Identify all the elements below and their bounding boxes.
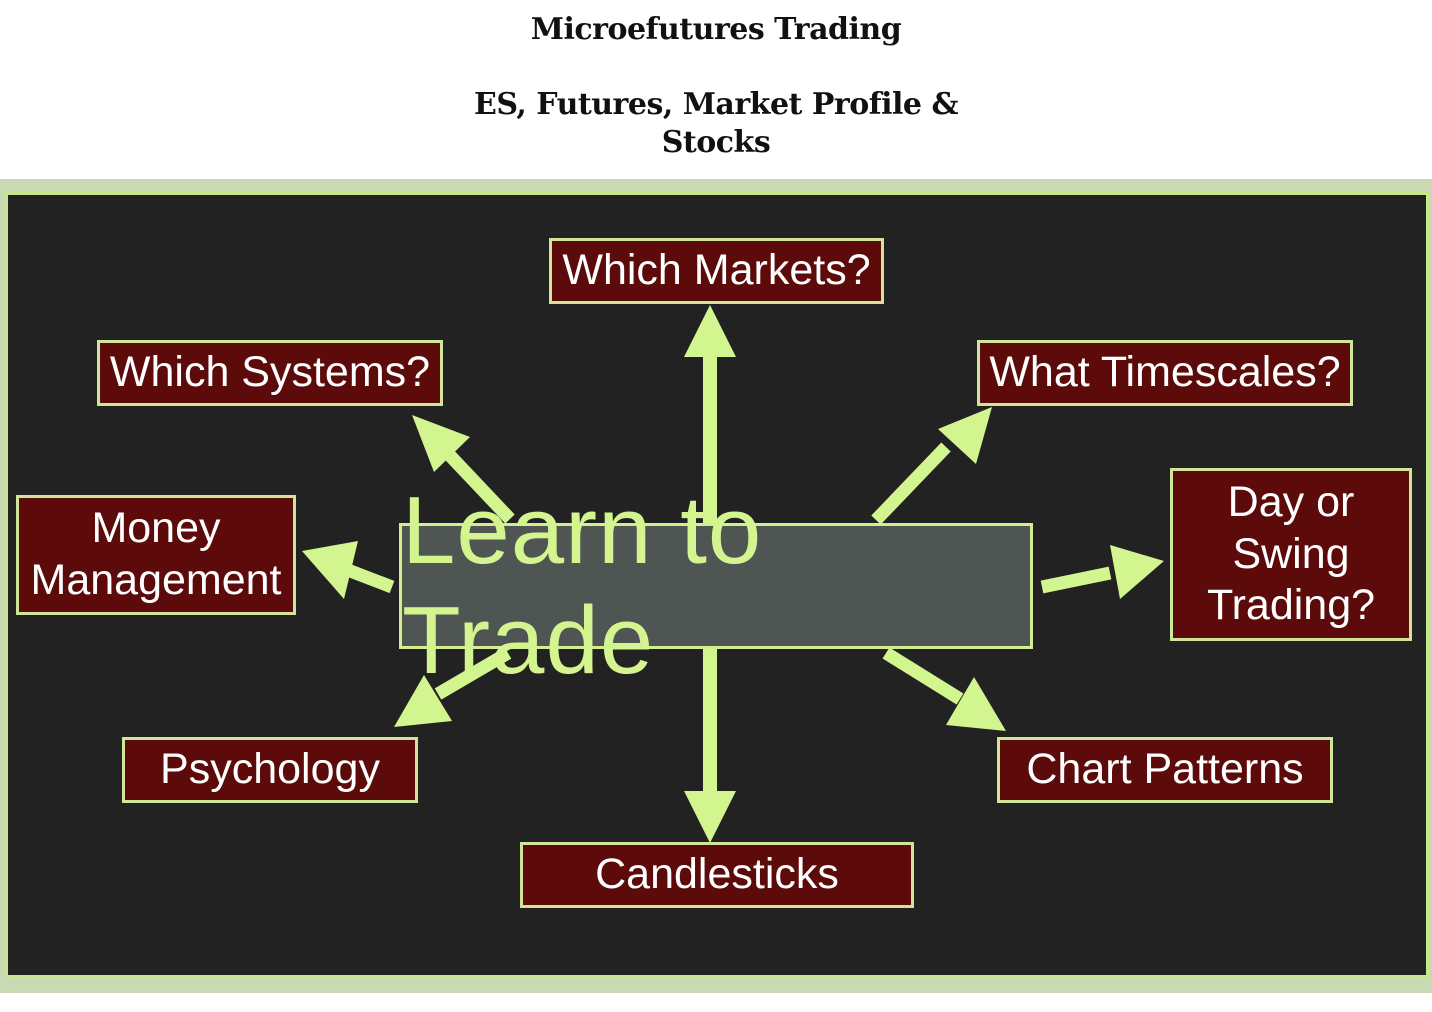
node-what-timescales: What Timescales? [977,340,1353,406]
node-money-line2: Management [30,556,282,604]
arrow-to-candlesticks [684,647,736,843]
site-subtitle: ES, Futures, Market Profile & Stocks [473,87,959,160]
node-day-line2: Swing [1232,529,1350,578]
arrow-to-day-swing [1040,545,1164,599]
node-psychology: Psychology [122,737,418,803]
node-money-line1: Money [91,504,221,553]
node-which-markets: Which Markets? [549,238,884,304]
node-candlesticks: Candlesticks [520,842,914,908]
node-chart-patterns: Chart Patterns [997,737,1333,803]
arrow-to-timescales [871,407,992,525]
center-node: Learn to Trade [399,477,1033,694]
arrow-to-markets [684,305,736,524]
site-title: Microefutures Trading [530,12,902,47]
node-which-systems: Which Systems? [97,340,443,406]
arrow-to-systems [412,415,515,524]
arrow-to-psychology [394,647,512,727]
node-money-management: Money Management [16,495,296,615]
learn-to-trade-diagram: Learn to Trade Which Markets? Which Syst… [0,179,1432,993]
arrow-to-chart-patterns [882,647,1006,731]
node-day-line1: Day or [1227,478,1355,527]
diagram-arrows [302,305,1164,843]
node-day-or-swing: Day or Swing Trading? [1170,468,1412,641]
node-day-line3: Trading? [1206,581,1376,630]
arrow-to-money [302,541,395,599]
